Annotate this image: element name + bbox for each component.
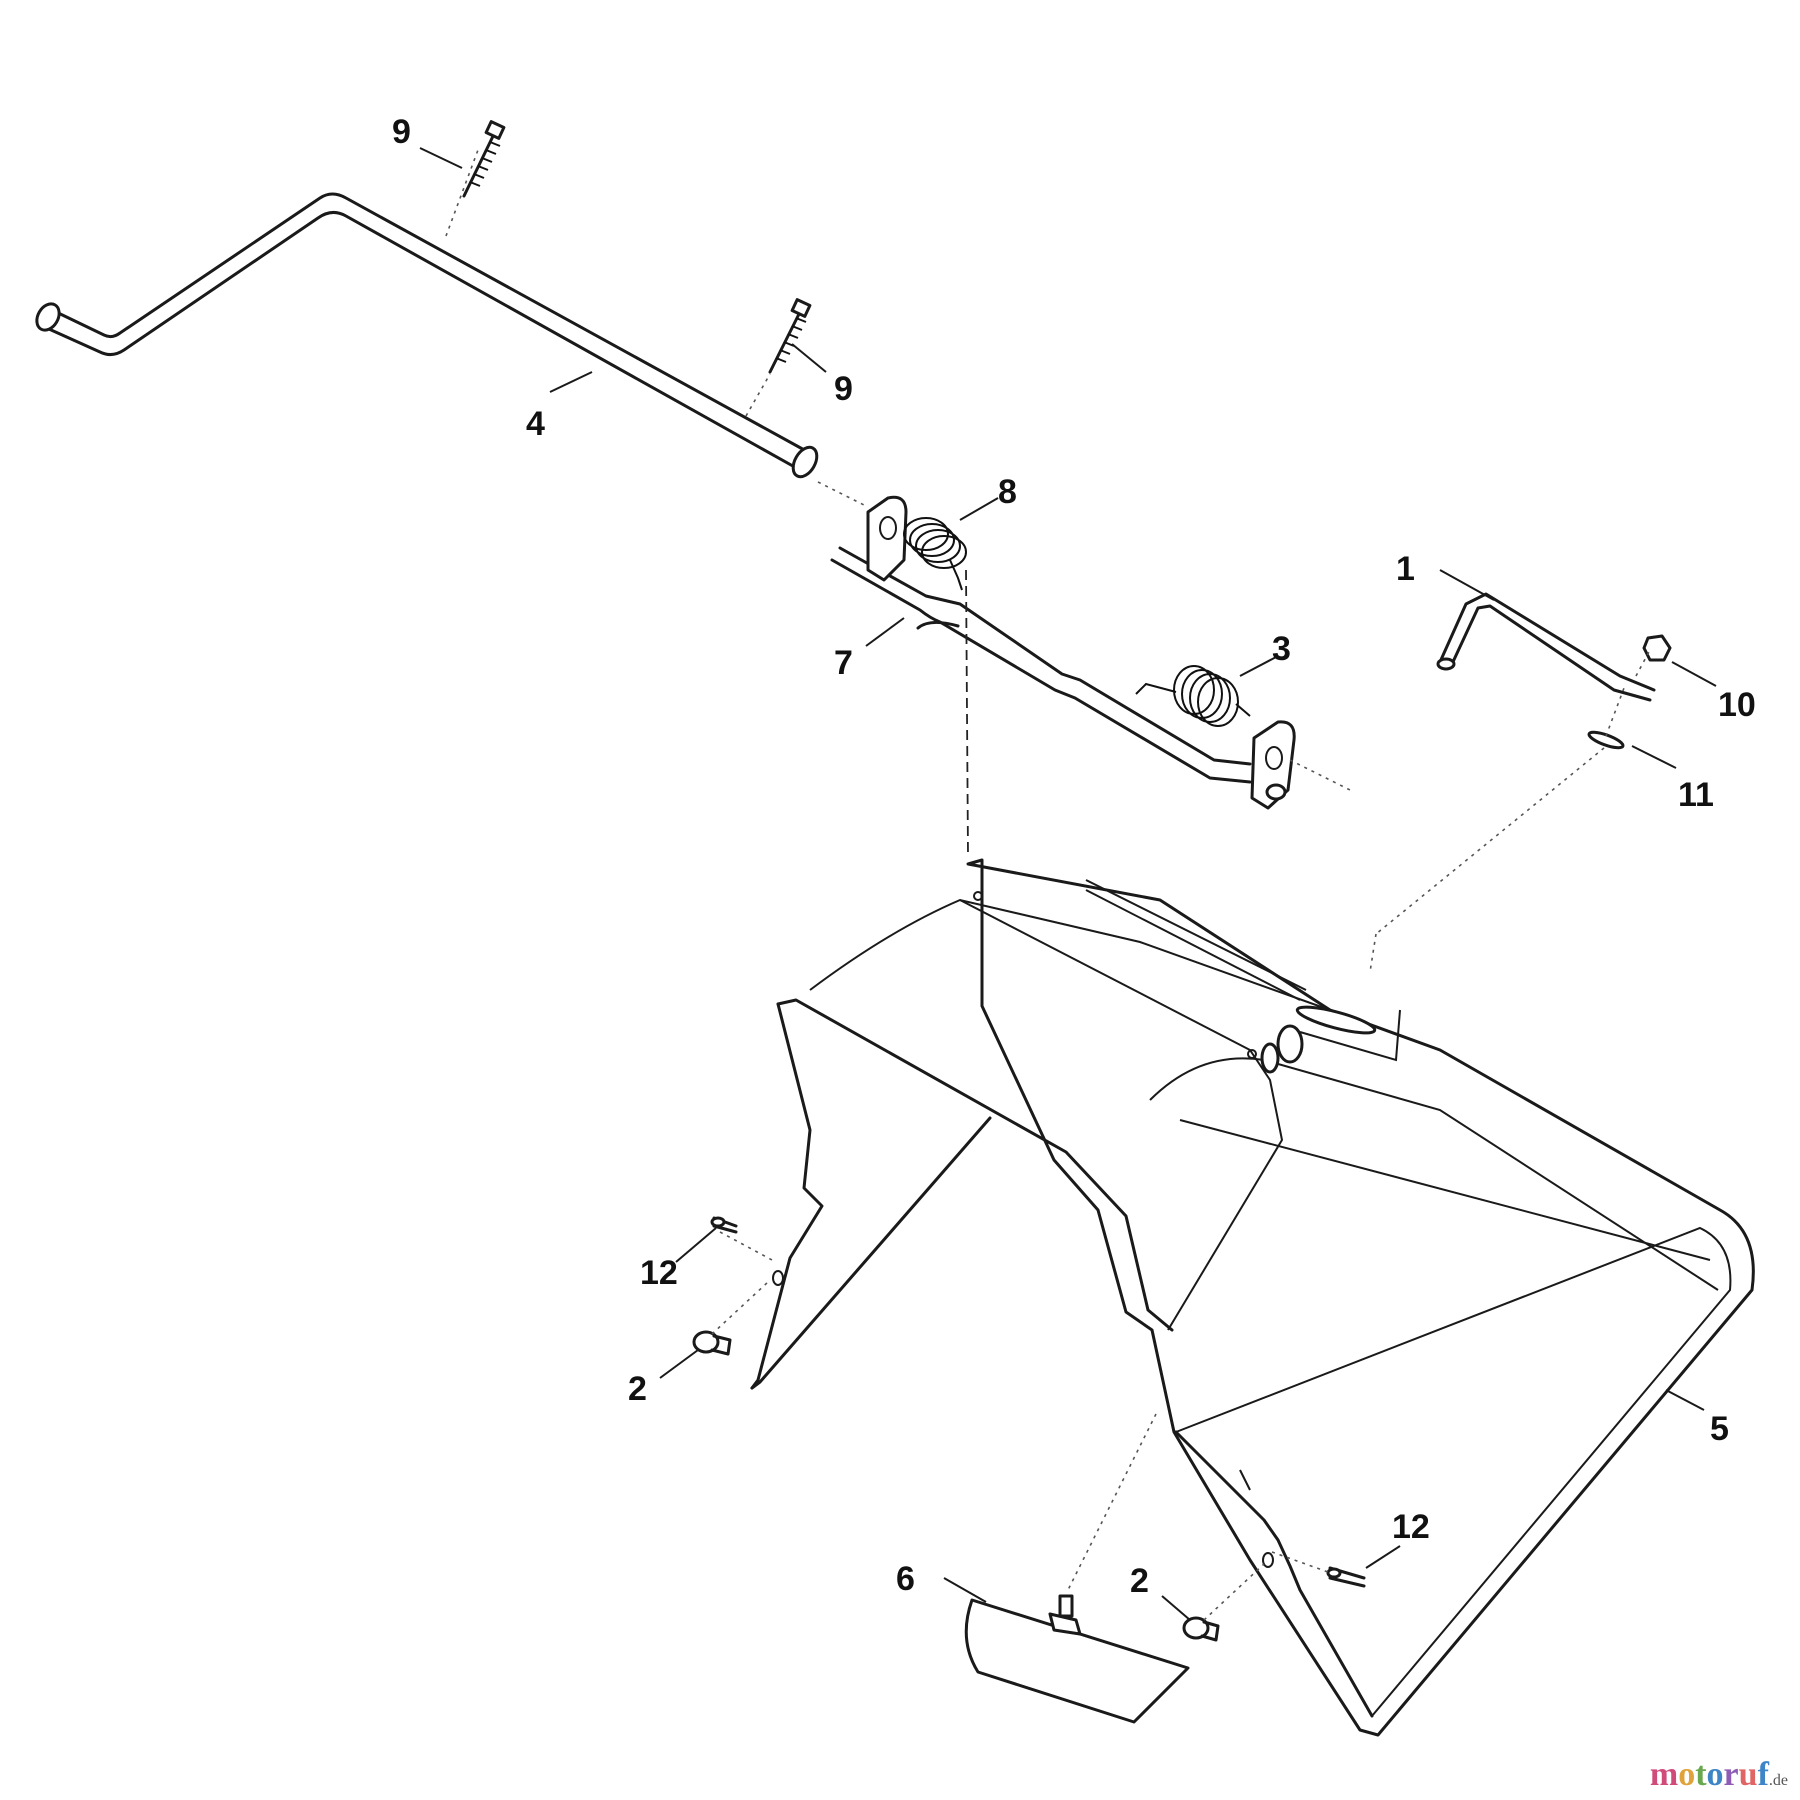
callout-6: 6 [896,1560,915,1598]
part-7-bracket-rod [830,495,1296,810]
callout-10: 10 [1718,686,1756,724]
watermark-letter-t: t [1695,1756,1707,1793]
part-1-lever [1436,592,1656,702]
part-5-grass-chute [750,858,1755,1737]
part-9-bolt-upper [462,120,506,198]
callout-2-left: 2 [628,1370,647,1408]
watermark-letter-o1: o [1678,1756,1696,1793]
watermark-letter-f: f [1757,1756,1769,1793]
callout-3: 3 [1272,630,1291,668]
watermark-letter-r: r [1723,1756,1739,1793]
callout-8: 8 [998,473,1017,511]
part-6-flap [964,1594,1190,1724]
watermark-letter-o2: o [1706,1756,1724,1793]
watermark-letter-u: u [1738,1756,1758,1793]
callout-2-right: 2 [1130,1562,1149,1600]
watermark-letter-m: m [1649,1756,1679,1793]
part-4-handle-rod [35,192,819,479]
watermark-suffix: .de [1768,1772,1788,1789]
callout-9-lower: 9 [834,370,853,408]
callout-11: 11 [1678,776,1714,814]
callout-4: 4 [526,405,545,443]
part-12-clip-left [710,1216,738,1234]
motoruf-watermark-logo: motoruf.de [1650,1756,1788,1794]
callout-5: 5 [1710,1410,1729,1448]
callout-7: 7 [834,644,853,682]
part-11-washer [1587,730,1625,750]
callout-9-upper: 9 [392,113,411,151]
part-10-nut [1642,634,1672,662]
part-9-bolt-lower [768,298,812,374]
part-2-pin-left [692,1330,732,1356]
part-3-spring-middle [1135,665,1251,727]
callout-12-left: 12 [640,1254,678,1292]
leader-lines [419,147,1717,1621]
callout-1: 1 [1396,550,1415,588]
callout-12-right: 12 [1392,1508,1430,1546]
part-2-pin-right [1182,1616,1220,1642]
alignment-lines [445,149,1651,1621]
part-8-spring-upper [903,517,967,591]
part-12-clip-right [1326,1566,1366,1588]
callout-labels: 9 9 4 8 7 1 3 10 11 5 12 2 12 2 6 [392,113,1756,1600]
